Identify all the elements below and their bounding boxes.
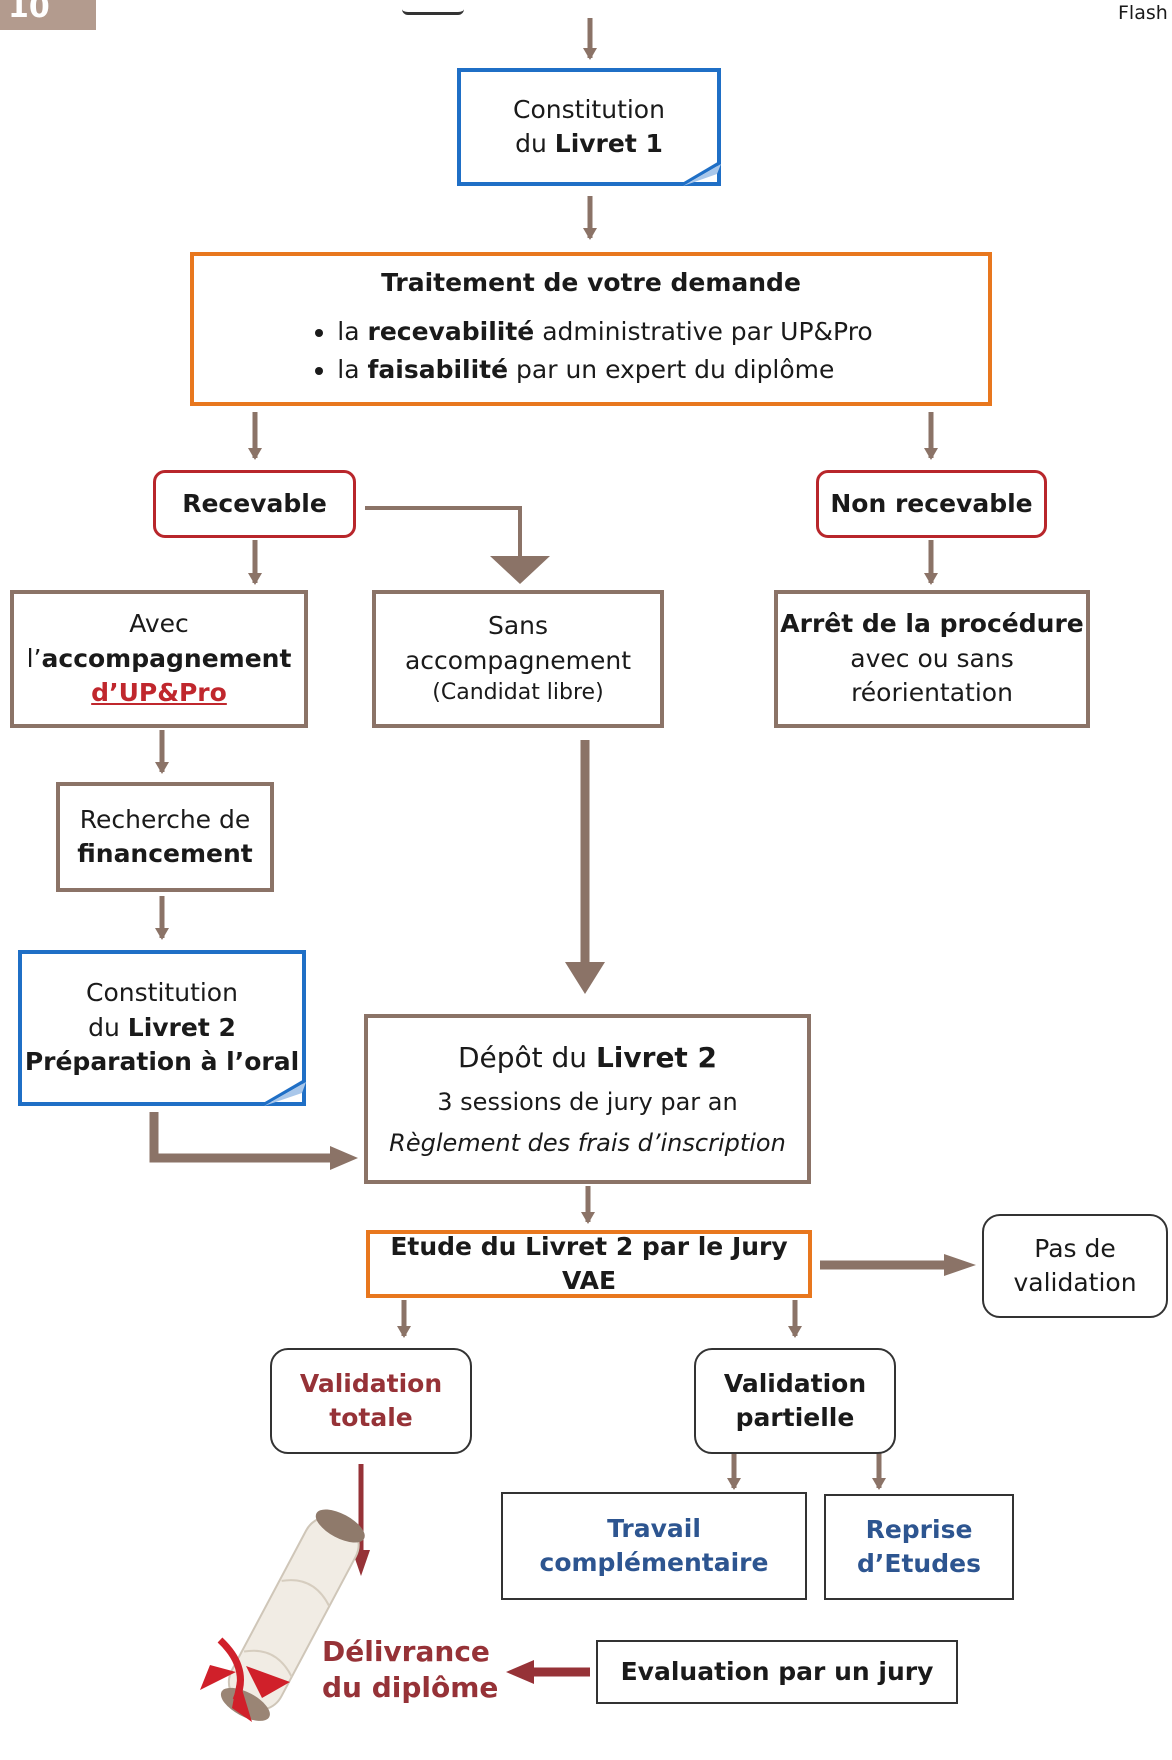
node-traitement: Traitement de votre demande la recevabil…: [190, 252, 992, 406]
node-recevable: Recevable: [153, 470, 356, 538]
corner-right-label: Flash: [1118, 2, 1168, 24]
node-constitution-livret-2: Constitution du Livret 2 Préparation à l…: [18, 950, 306, 1106]
arrow-recevable-to-sans: [365, 506, 522, 558]
traitement-title: Traitement de votre demande: [381, 268, 801, 298]
node-recherche-financement: Recherche de financement: [56, 782, 274, 892]
node-etude-jury-vae: Etude du Livret 2 par le Jury VAE: [366, 1230, 812, 1298]
node-arret-procedure: Arrêt de la procédure avec ou sans réori…: [774, 590, 1090, 728]
node-reprise-etudes: Reprise d’Etudes: [824, 1494, 1014, 1600]
node-validation-totale: Validation totale: [270, 1348, 472, 1454]
arrow-livret2-to-depot: [149, 1112, 332, 1163]
node-depot-livret-2: Dépôt du Livret 2 3 sessions de jury par…: [364, 1014, 811, 1184]
node-travail-complementaire: Travail complémentaire: [501, 1492, 807, 1600]
node-constitution-livret-1: Constitution du Livret 1: [457, 68, 721, 186]
traitement-bullet-recevabilite: la recevabilité administrative par UP&Pr…: [337, 315, 872, 350]
page-fold-icon: [677, 160, 721, 186]
node-evaluation-jury: Evaluation par un jury: [596, 1640, 958, 1704]
node-pas-de-validation: Pas de validation: [982, 1214, 1168, 1318]
up-pro-link[interactable]: d’UP&Pro: [91, 678, 227, 708]
node-delivrance-diplome: Délivrance du diplôme: [322, 1635, 499, 1705]
header-underline-fragment: [402, 4, 464, 15]
node-non-recevable: Non recevable: [816, 470, 1047, 538]
node-sans-accompagnement: Sans accompagnement (Candidat libre): [372, 590, 664, 728]
traitement-bullets: la recevabilité administrative par UP&Pr…: [309, 311, 872, 392]
node-avec-accompagnement: Avec l’accompagnement d’UP&Pro: [10, 590, 308, 728]
page-fold-icon: [258, 1078, 306, 1106]
corner-number-block: 10: [0, 0, 96, 30]
corner-number: 10: [8, 0, 50, 25]
node-validation-partielle: Validation partielle: [694, 1348, 896, 1454]
ribbon-icon: [200, 1637, 290, 1722]
traitement-bullet-faisabilite: la faisabilité par un expert du diplôme: [337, 353, 872, 388]
